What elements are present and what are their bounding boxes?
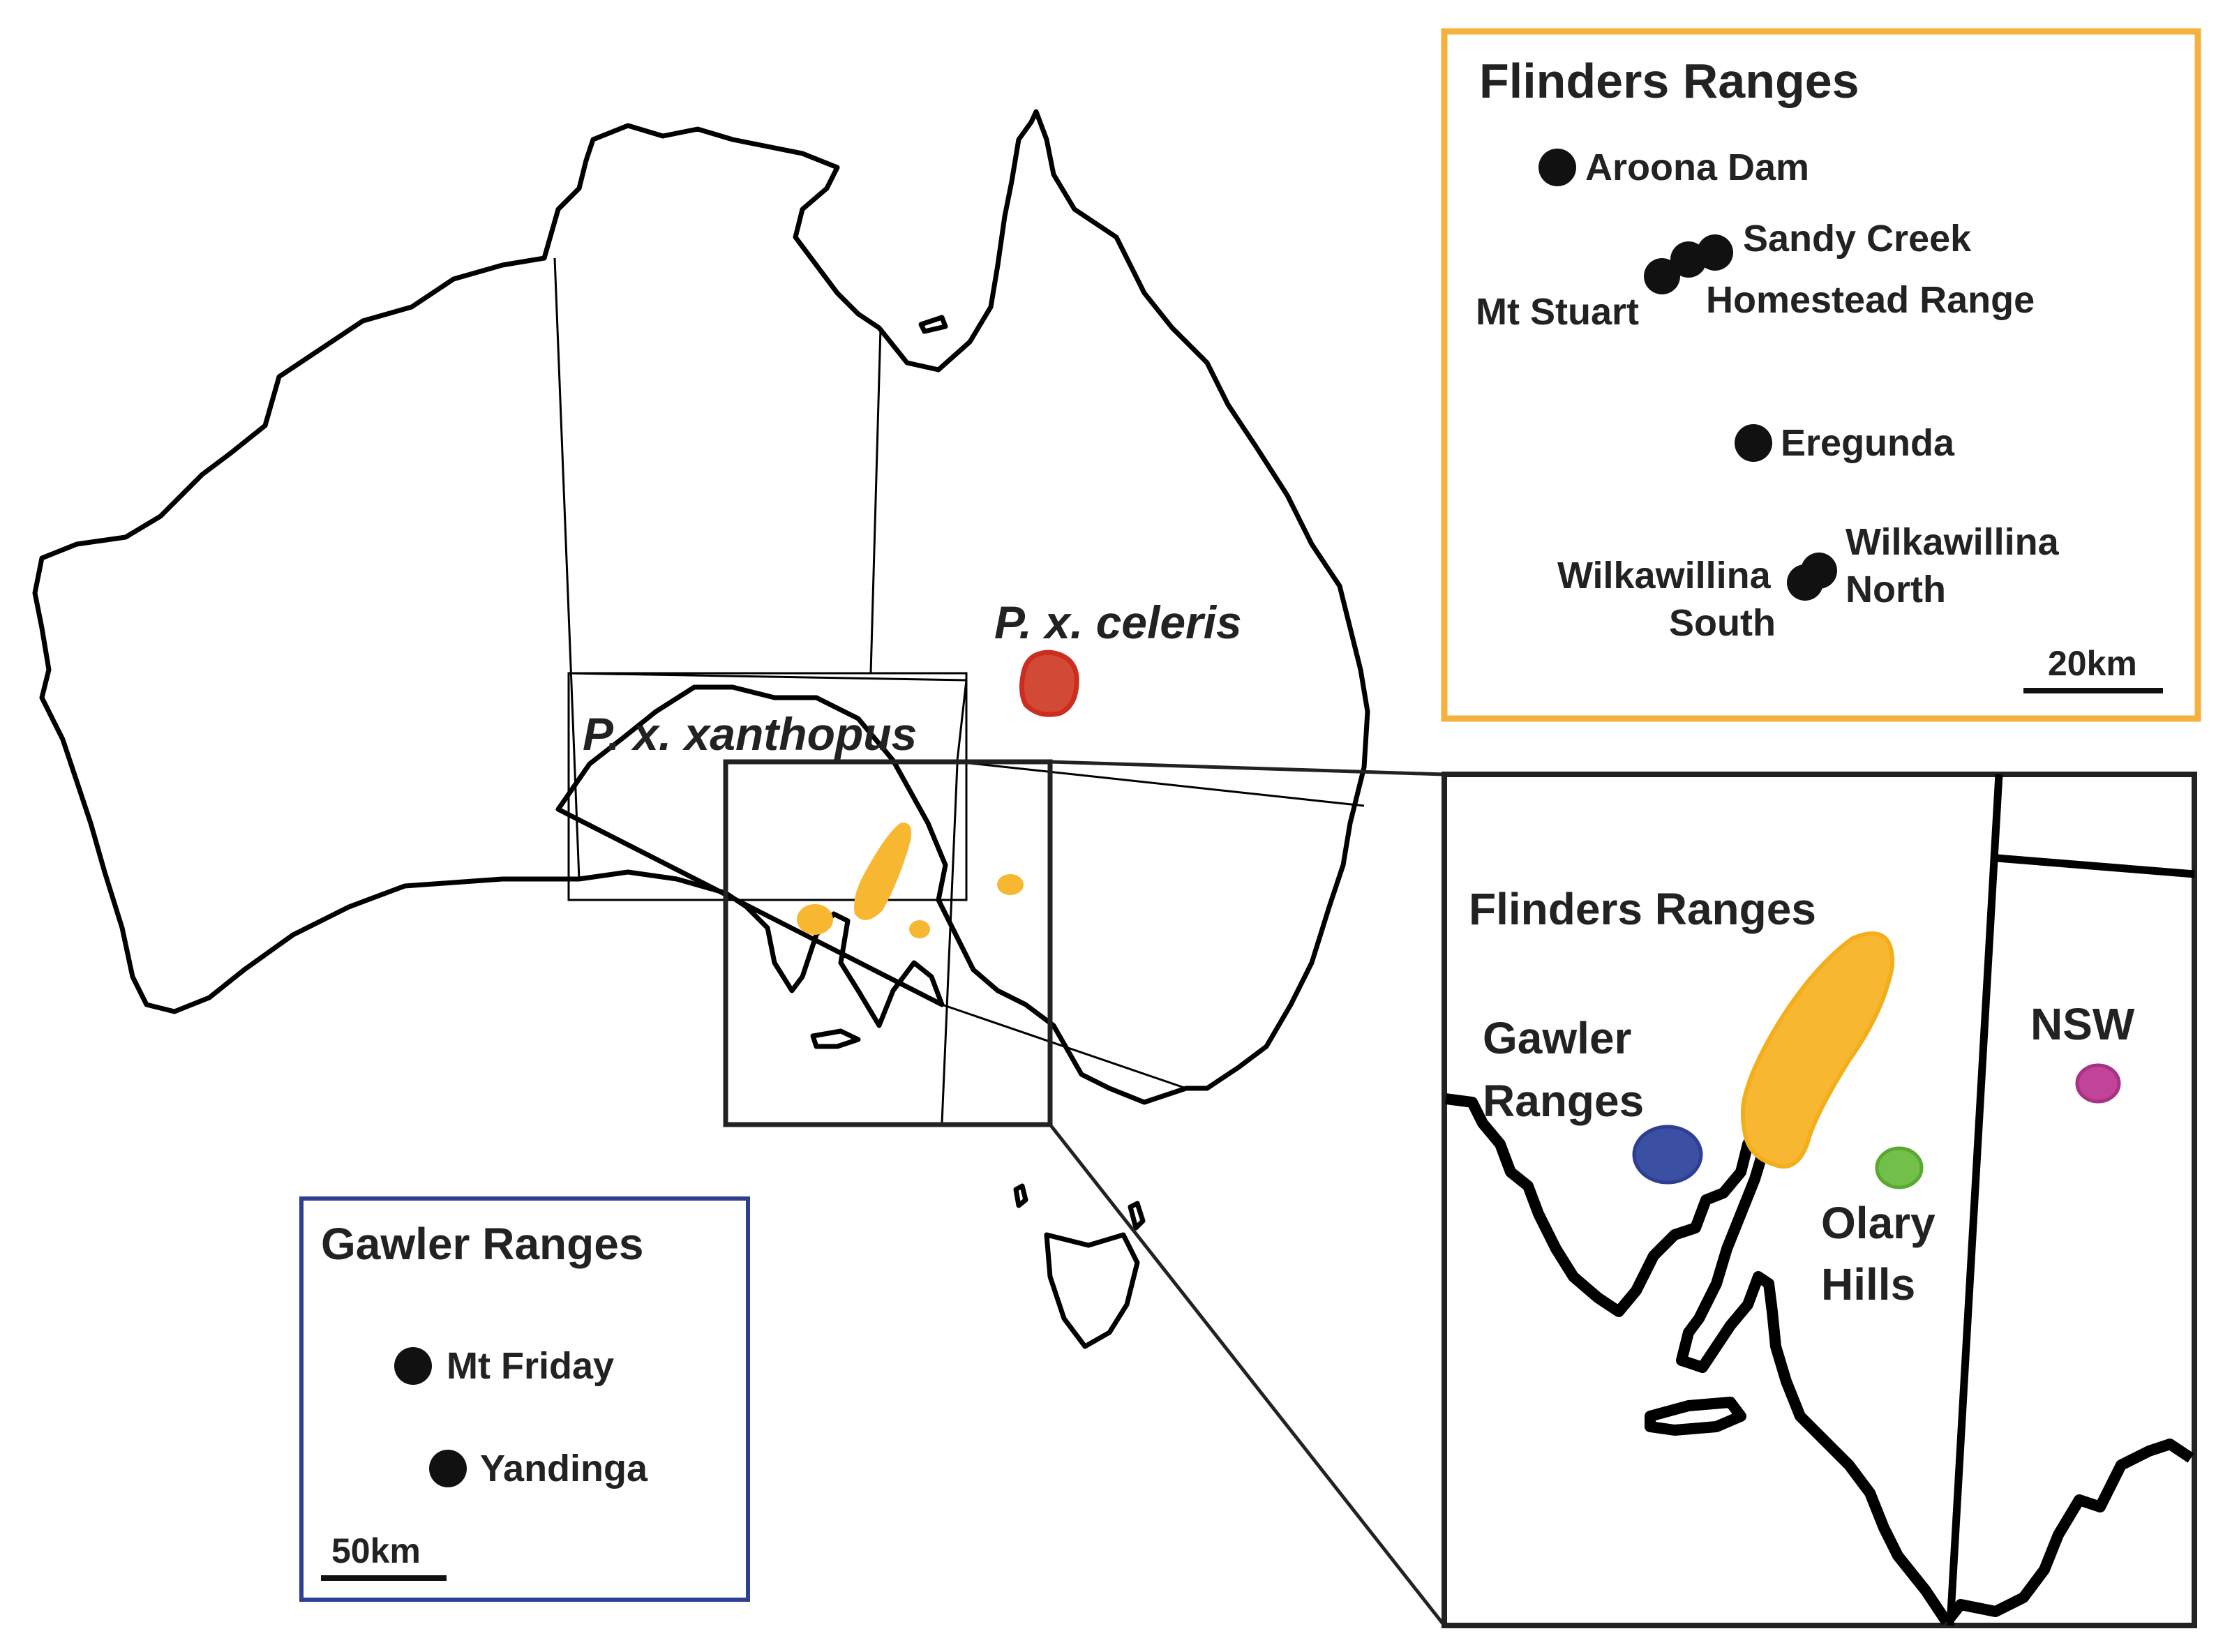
site-label-sandy-creek: Sandy Creek	[1743, 218, 1972, 260]
site-marker-yandinga	[429, 1450, 467, 1487]
gawler-scale-label: 50km	[331, 1531, 421, 1570]
flinders-range-blob-small	[854, 823, 911, 920]
site-label-wilkawillina-south: Wilkawillina South	[1557, 555, 1781, 644]
zoom-label-flinders-ranges: Flinders Ranges	[1469, 884, 1816, 934]
flinders-scale-label: 20km	[2048, 644, 2137, 683]
site-marker-wilkawillina-north	[1801, 553, 1837, 589]
zoom-connector-top	[1049, 760, 1445, 776]
nsw-range-polygon	[2075, 1063, 2121, 1104]
xanthopus-range-frame	[567, 672, 968, 901]
flinders-range-polygon	[1740, 931, 1895, 1169]
zoom-coastline-east	[1942, 1439, 2194, 1625]
site-label-homestead-range: Homestead Range	[1706, 279, 2035, 321]
zoom-label-olary-hills: Olary Hills	[1821, 1198, 1947, 1309]
wa-border	[553, 257, 581, 880]
site-label-eregunda: Eregunda	[1781, 422, 1955, 464]
flinders-inset-frame	[1441, 28, 2201, 722]
olary-range-polygon	[1875, 1146, 1924, 1189]
zoom-label-gawler-ranges: Gawler Ranges	[1483, 1013, 1644, 1126]
sa-zoom-frame	[723, 759, 1053, 1127]
flinders-sites-inset: Flinders Ranges Aroona Dam Sandy Creek M…	[1441, 28, 2201, 722]
king-island	[1013, 1183, 1028, 1208]
gawler-inset-frame	[299, 1196, 750, 1602]
zoom-label-nsw: NSW	[2030, 999, 2135, 1049]
zoom-coastline-west	[1444, 1093, 1952, 1625]
site-label-mt-stuart: Mt Stuart	[1476, 291, 1639, 333]
kangaroo-island	[810, 1028, 861, 1049]
xanthopus-label: P. x. xanthopus	[583, 708, 917, 760]
olary-range-blob-small	[909, 920, 930, 938]
site-marker-eregunda	[1735, 424, 1772, 462]
nsw-range-blob-small	[997, 874, 1024, 895]
nt-sa-border	[568, 672, 967, 682]
sa-nsw-border	[941, 763, 959, 1124]
site-marker-mt-friday	[394, 1347, 432, 1385]
vic-nsw-border	[941, 1003, 1187, 1090]
site-label-yandinga: Yandinga	[480, 1448, 648, 1489]
zoom-qld-nsw-border	[1996, 854, 2195, 878]
celeris-range-blob	[1019, 649, 1079, 717]
flinders-inset-title: Flinders Ranges	[1479, 54, 1859, 108]
australia-mainland-outline	[32, 109, 1370, 1105]
australia-map: P. x. celeris P. x. xanthopus	[32, 109, 1446, 1627]
site-label-wilkawillina-north: Wilkawillina North	[1846, 521, 2069, 610]
sa-qld-border	[956, 679, 968, 761]
celeris-label: P. x. celeris	[994, 596, 1242, 648]
gulf-country-island	[918, 315, 948, 334]
site-label-mt-friday: Mt Friday	[447, 1345, 614, 1387]
flinders-island	[1128, 1201, 1146, 1231]
zoom-inset-frame	[1442, 772, 2197, 1628]
sa-zoom-inset: Flinders Ranges Gawler Ranges Olary Hill…	[1442, 772, 2197, 1628]
gawler-range-polygon	[1632, 1125, 1703, 1185]
nt-qld-border	[869, 327, 882, 674]
tasmania-outline	[1044, 1232, 1140, 1349]
site-marker-sandy-creek	[1697, 234, 1733, 271]
site-marker-aroona-dam	[1539, 149, 1576, 186]
qld-nsw-border	[957, 760, 1365, 807]
site-label-aroona-dam: Aroona Dam	[1585, 147, 1809, 188]
gawler-inset-title: Gawler Ranges	[321, 1219, 643, 1269]
zoom-connector-bottom	[1049, 1123, 1446, 1627]
site-marker-mt-stuart	[1644, 258, 1680, 294]
gawler-range-blob-small	[797, 904, 833, 935]
gawler-sites-inset: Gawler Ranges Mt Friday Yandinga 50km	[299, 1196, 750, 1602]
zoom-sa-nsw-border	[1946, 774, 2003, 1626]
zoom-kangaroo-island	[1645, 1397, 1746, 1436]
